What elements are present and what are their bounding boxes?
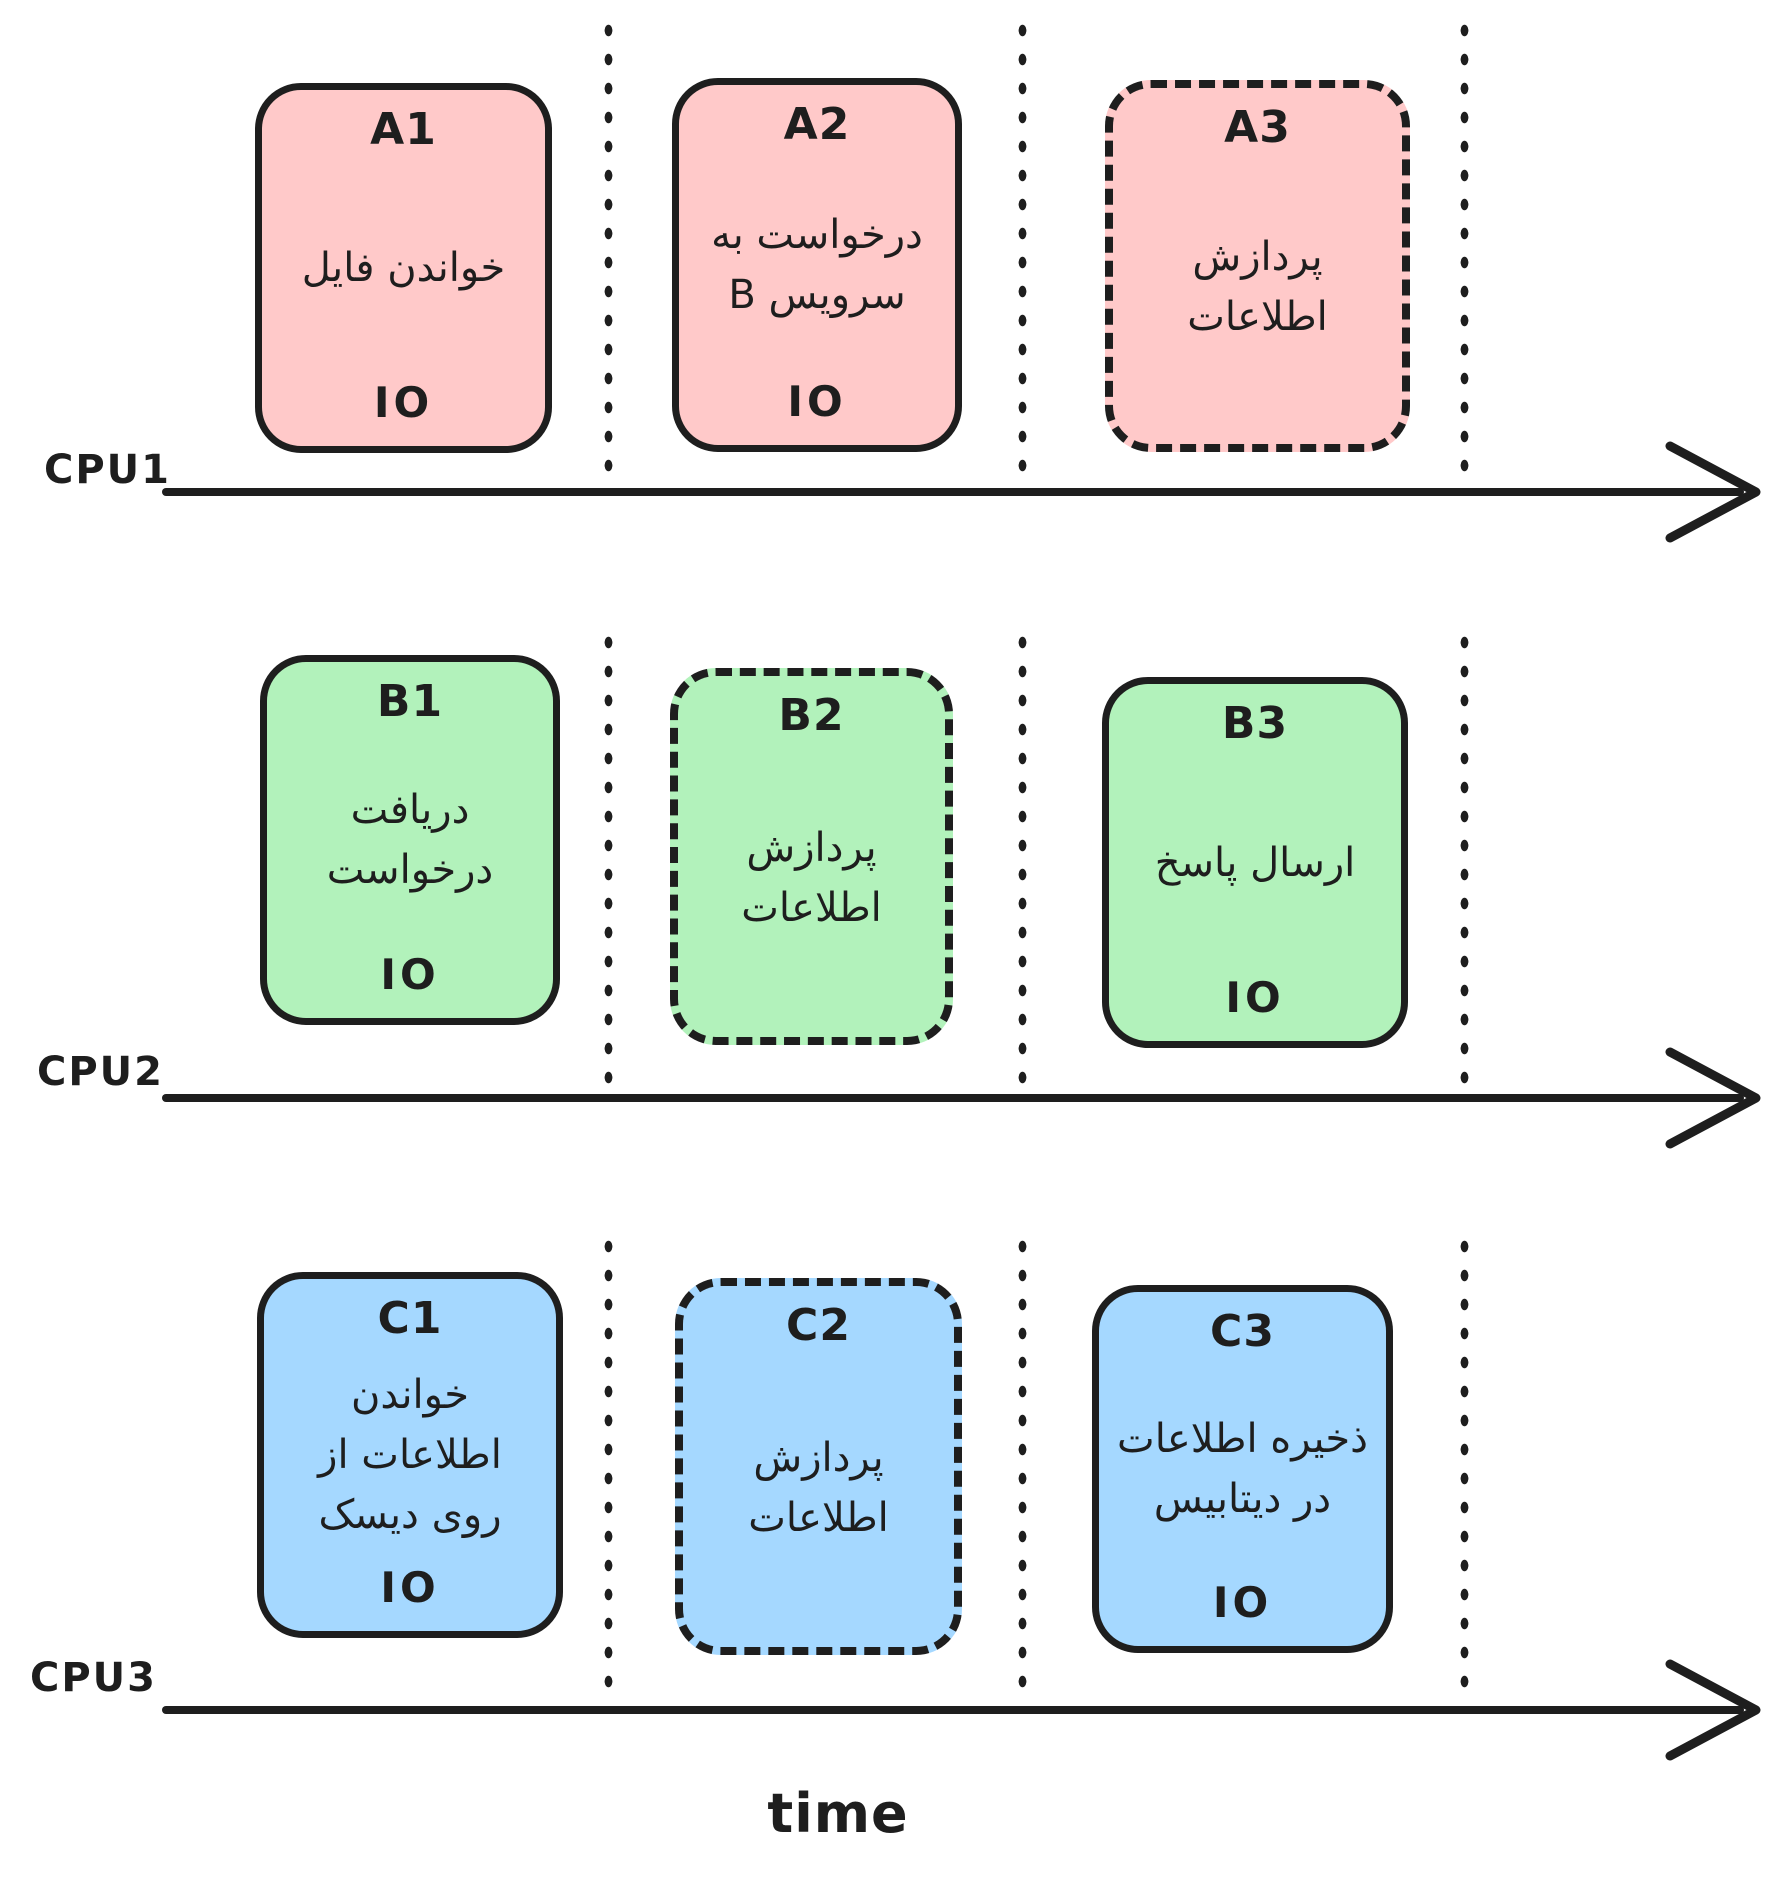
task-description: ذخیره اطلاعات در دیتابیس: [1117, 1416, 1368, 1523]
cpu1-label: CPU1: [44, 447, 171, 493]
task-box-c2: C2 پردازش اطلاعات: [675, 1278, 962, 1655]
task-description: پردازش اطلاعات: [748, 1434, 889, 1541]
time-slot-separator: [1018, 1232, 1027, 1704]
task-box-a1: A1 خواندن فایل IO: [255, 83, 552, 453]
time-slot-separator: [1018, 628, 1027, 1094]
task-description: پردازش اطلاعات: [1187, 234, 1328, 341]
task-box-a2: A2 درخواست به سرویس B IO: [672, 78, 962, 452]
task-io-tag: IO: [1225, 973, 1285, 1022]
task-id: B3: [1221, 698, 1289, 749]
task-id: A3: [1224, 102, 1291, 153]
task-id: C1: [377, 1293, 443, 1344]
task-description: ارسال پاسخ: [1154, 839, 1356, 886]
task-io-tag: IO: [373, 378, 434, 427]
task-description: پردازش اطلاعات: [741, 824, 882, 931]
right-arrow-icon: [162, 1659, 1761, 1761]
cpu2-label: CPU2: [37, 1049, 164, 1095]
time-axis-label: time: [767, 1782, 909, 1845]
task-io-tag: IO: [380, 950, 440, 999]
task-box-b1: B1 دریافت درخواست IO: [260, 655, 560, 1025]
task-box-b3: B3 ارسال پاسخ IO: [1102, 677, 1408, 1048]
cpu2-time-axis: [162, 1038, 1762, 1158]
time-slot-separator: [604, 1232, 613, 1704]
task-id: C2: [786, 1300, 851, 1351]
time-slot-separator: [604, 16, 613, 482]
task-box-c3: C3 ذخیره اطلاعات در دیتابیس IO: [1092, 1285, 1393, 1653]
task-id: C3: [1210, 1306, 1275, 1357]
cpu3-time-axis: [162, 1650, 1762, 1770]
task-description: خواندن اطلاعات از روی دیسک: [318, 1372, 502, 1539]
task-io-tag: IO: [787, 377, 847, 426]
task-id: B2: [778, 690, 845, 741]
time-slot-separator: [1018, 16, 1027, 482]
time-slot-separator: [1460, 628, 1469, 1094]
cpu1-time-axis: [162, 432, 1762, 552]
time-slot-separator: [604, 628, 613, 1094]
task-box-c1: C1 خواندن اطلاعات از روی دیسک IO: [257, 1272, 563, 1638]
task-id: A2: [783, 99, 851, 150]
task-box-a3: A3 پردازش اطلاعات: [1105, 80, 1410, 452]
task-io-tag: IO: [380, 1563, 440, 1612]
time-slot-separator: [1460, 1232, 1469, 1704]
right-arrow-icon: [162, 441, 1761, 543]
task-id: A1: [370, 104, 437, 155]
task-box-b2: B2 پردازش اطلاعات: [670, 668, 953, 1045]
cpu3-label: CPU3: [30, 1655, 157, 1701]
task-io-tag: IO: [1212, 1578, 1273, 1627]
task-description: دریافت درخواست: [326, 787, 494, 894]
right-arrow-icon: [162, 1047, 1761, 1149]
task-description: خواندن فایل: [301, 245, 506, 292]
task-description: درخواست به سرویس B: [711, 212, 923, 319]
time-slot-separator: [1460, 16, 1469, 482]
task-id: B1: [376, 676, 444, 727]
